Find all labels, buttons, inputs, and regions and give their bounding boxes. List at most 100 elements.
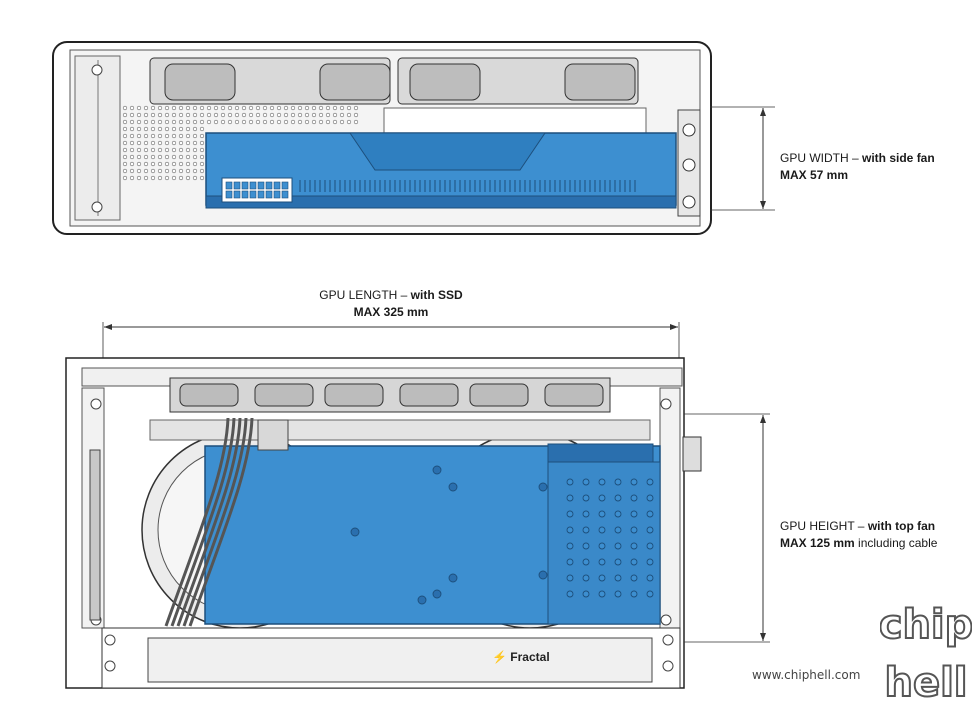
perforation-hole xyxy=(255,105,261,111)
perforation-hole xyxy=(129,161,135,167)
perforation-hole xyxy=(346,112,352,118)
perforation-hole xyxy=(143,133,149,139)
perforation-hole xyxy=(122,126,128,132)
connector-pin xyxy=(265,181,273,190)
perforation-hole xyxy=(164,119,170,125)
perforation-hole xyxy=(157,112,163,118)
perforation-hole xyxy=(206,112,212,118)
backplate-vent-hole xyxy=(582,558,590,566)
perforation-hole xyxy=(122,105,128,111)
backplate-vent-hole xyxy=(614,542,622,550)
perforation-hole xyxy=(304,119,310,125)
backplate-screw xyxy=(417,595,427,605)
perforation-hole xyxy=(332,105,338,111)
perforation-hole xyxy=(192,168,198,174)
height-value: MAX 125 mm xyxy=(780,536,855,550)
perforation-hole xyxy=(164,154,170,160)
perforation-hole xyxy=(157,105,163,111)
backplate-vent-hole xyxy=(630,510,638,518)
perforation-hole xyxy=(122,161,128,167)
perforation-hole xyxy=(262,119,268,125)
perforation-hole xyxy=(164,175,170,181)
backplate-vent-hole xyxy=(598,574,606,582)
backplate-vent-hole xyxy=(630,542,638,550)
perforation-hole xyxy=(157,168,163,174)
backplate-vent-hole xyxy=(598,590,606,598)
fractal-logo-icon: ⚡ xyxy=(492,650,507,664)
backplate-vent-hole xyxy=(614,478,622,486)
perforation-hole xyxy=(171,126,177,132)
perforation-hole xyxy=(171,175,177,181)
perforation-hole xyxy=(297,112,303,118)
backplate-vent-hole xyxy=(630,574,638,582)
perforation-hole xyxy=(199,140,205,146)
perforation-hole xyxy=(178,147,184,153)
perforation-hole xyxy=(122,147,128,153)
fan-blade-slot xyxy=(544,383,604,407)
perforation-hole xyxy=(185,154,191,160)
perforation-hole xyxy=(178,168,184,174)
connector-pin xyxy=(233,190,241,199)
backplate-vent-hole xyxy=(614,558,622,566)
perforation-hole xyxy=(325,119,331,125)
perforation-hole xyxy=(241,119,247,125)
perforation-hole xyxy=(318,105,324,111)
perforation-hole xyxy=(192,140,198,146)
perforation-hole xyxy=(283,105,289,111)
backplate-vent-hole xyxy=(582,542,590,550)
perforation-hole xyxy=(297,105,303,111)
top-perforated-plate xyxy=(122,105,359,181)
perforation-hole xyxy=(157,147,163,153)
perforation-hole xyxy=(164,133,170,139)
backplate-vent-hole xyxy=(614,574,622,582)
perforation-hole xyxy=(136,133,142,139)
connector-pin xyxy=(241,181,249,190)
backplate-vent-hole xyxy=(598,526,606,534)
perforation-hole xyxy=(150,133,156,139)
connector-pin xyxy=(257,190,265,199)
perforation-hole xyxy=(199,133,205,139)
perforation-hole xyxy=(269,112,275,118)
connector-pin xyxy=(273,181,281,190)
perforation-hole xyxy=(192,126,198,132)
perforation-hole xyxy=(129,140,135,146)
length-prefix: GPU LENGTH – xyxy=(319,288,408,302)
perforation-hole xyxy=(185,175,191,181)
perforation-hole xyxy=(150,175,156,181)
fan-blade-slot xyxy=(179,383,239,407)
perforation-hole xyxy=(192,154,198,160)
perforation-hole xyxy=(122,119,128,125)
perforation-hole xyxy=(220,112,226,118)
height-suffix: including cable xyxy=(858,536,938,550)
perforation-hole xyxy=(227,119,233,125)
backplate-screw xyxy=(448,573,458,583)
perforation-hole xyxy=(234,119,240,125)
perforation-hole xyxy=(164,140,170,146)
perforation-hole xyxy=(136,112,142,118)
perforation-hole xyxy=(136,168,142,174)
perforation-hole xyxy=(346,105,352,111)
backplate-vent-hole xyxy=(582,478,590,486)
backplate-vent-hole xyxy=(630,478,638,486)
perforation-hole xyxy=(185,105,191,111)
perforation-hole xyxy=(143,112,149,118)
perforation-hole xyxy=(171,112,177,118)
perforation-hole xyxy=(353,112,359,118)
backplate-screw xyxy=(448,482,458,492)
perforation-hole xyxy=(136,161,142,167)
perforation-hole xyxy=(346,119,352,125)
watermark-url: www.chiphell.com xyxy=(752,668,861,682)
backplate-vent-hole xyxy=(582,526,590,534)
backplate-vent-hole xyxy=(614,590,622,598)
backplate-vent-hole xyxy=(630,494,638,502)
perforation-hole xyxy=(129,133,135,139)
perforation-hole xyxy=(213,119,219,125)
perforation-hole xyxy=(339,105,345,111)
perforation-hole xyxy=(178,133,184,139)
perforation-hole xyxy=(150,140,156,146)
brand-text: Fractal xyxy=(510,650,550,664)
backplate-vent-hole xyxy=(566,510,574,518)
backplate-vent-hole xyxy=(614,494,622,502)
perforation-hole xyxy=(129,154,135,160)
perforation-hole xyxy=(136,140,142,146)
